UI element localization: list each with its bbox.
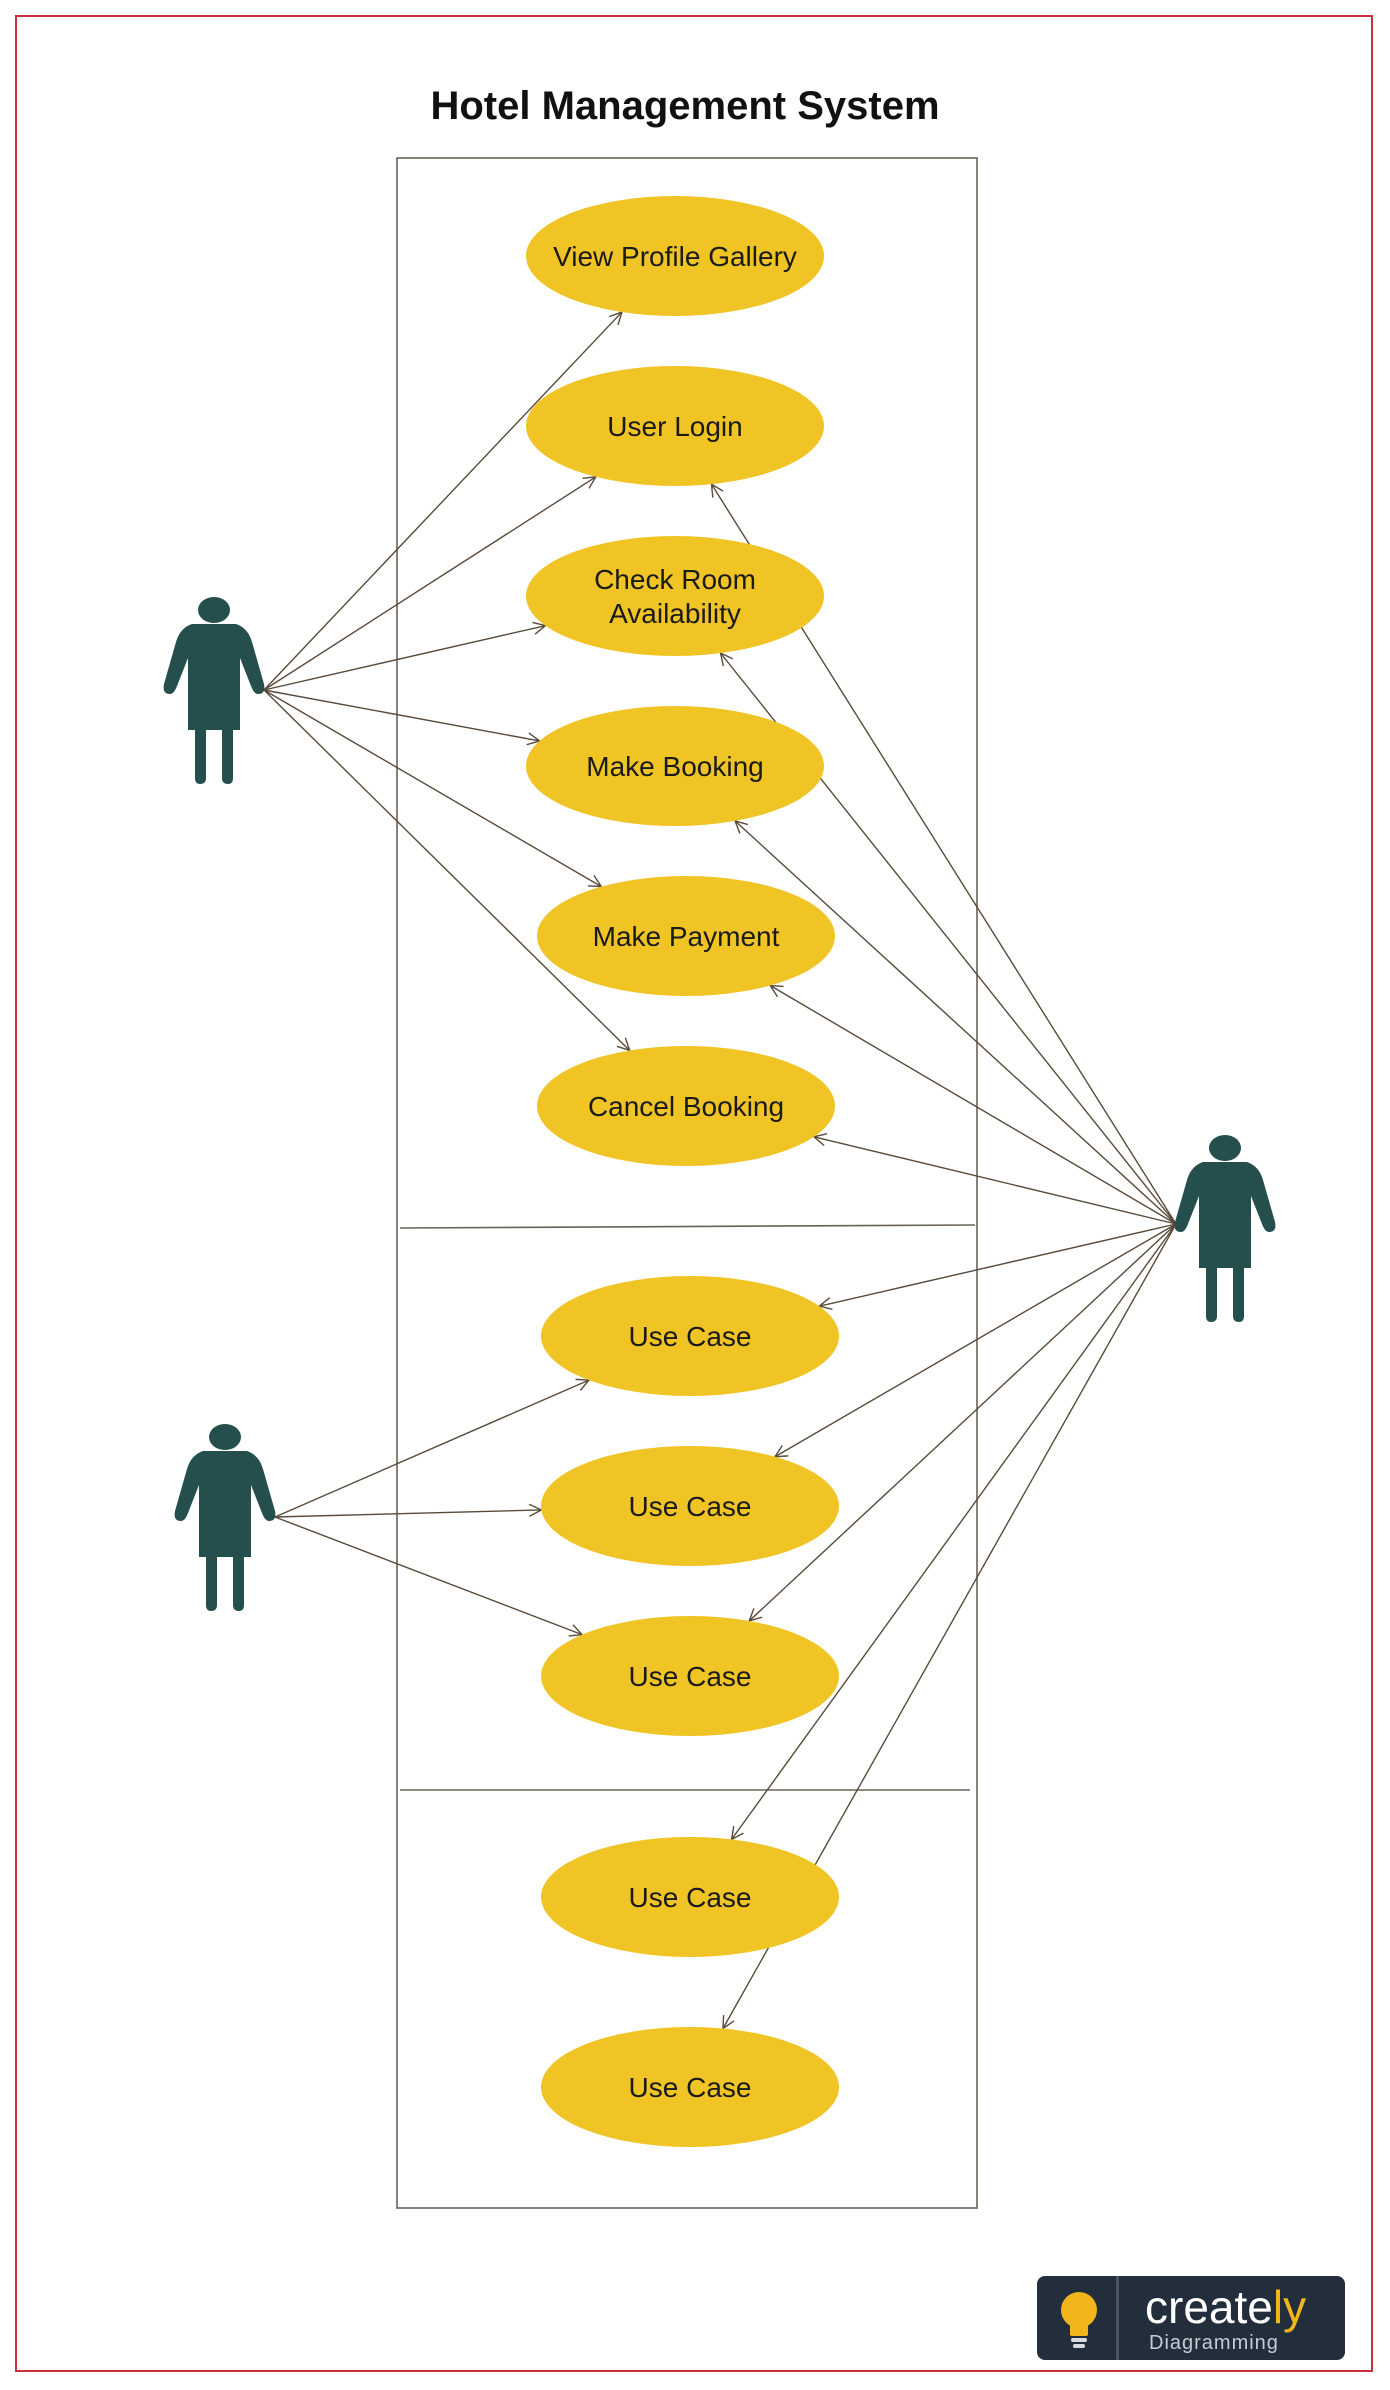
use-case-label: Use Case: [629, 1882, 752, 1913]
use-case-label: Availability: [609, 598, 741, 629]
use-case-label: Use Case: [629, 1321, 752, 1352]
actor-left-top[interactable]: [163, 597, 265, 784]
use-case-ellipse: [526, 366, 824, 486]
association-line: [814, 1137, 1177, 1225]
use-case-ellipse: [537, 876, 835, 996]
use-case-label: Make Payment: [593, 921, 780, 952]
actor-head: [198, 597, 230, 623]
use-case-label: Use Case: [629, 1661, 752, 1692]
association-line: [263, 689, 601, 887]
actor-right[interactable]: [1174, 1135, 1276, 1322]
association-line: [735, 821, 1177, 1225]
use-case-4[interactable]: Make Payment: [537, 876, 835, 996]
creately-logo: creately Diagramming: [1037, 2276, 1345, 2360]
use-case-ellipse: [537, 1046, 835, 1166]
use-case-0[interactable]: View Profile Gallery: [526, 196, 824, 316]
association-line: [274, 1380, 589, 1518]
actor-body: [1174, 1162, 1276, 1322]
use-case-1[interactable]: User Login: [526, 366, 824, 486]
use-case-ellipse: [541, 1276, 839, 1396]
association-line: [263, 689, 540, 741]
use-case-ellipse: [541, 1837, 839, 1957]
logo-subtitle: Diagramming: [1149, 2332, 1279, 2354]
actor-left-bottom[interactable]: [174, 1424, 276, 1611]
use-case-3[interactable]: Make Booking: [526, 706, 824, 826]
use-case-ellipse: [526, 706, 824, 826]
system-boundary: [396, 157, 978, 2209]
use-case-label: Cancel Booking: [588, 1091, 784, 1122]
use-case-label: Use Case: [629, 2072, 752, 2103]
actor-head: [1209, 1135, 1241, 1161]
use-case-ellipse: [526, 196, 824, 316]
association-line: [274, 1510, 541, 1518]
lightbulb-icon: [1037, 2276, 1119, 2360]
actor-body: [174, 1451, 276, 1611]
use-case-5[interactable]: Cancel Booking: [537, 1046, 835, 1166]
use-case-9[interactable]: Use Case: [541, 1837, 839, 1957]
diagram-frame: [15, 15, 1373, 2372]
association-line: [274, 1516, 582, 1635]
use-case-label: User Login: [607, 411, 742, 442]
use-case-ellipse: [526, 536, 824, 656]
actor-head: [209, 1424, 241, 1450]
association-line: [263, 689, 630, 1050]
association-line: [749, 1223, 1177, 1621]
use-case-ellipse: [541, 2027, 839, 2147]
association-line: [263, 312, 622, 691]
use-case-label: Make Booking: [586, 751, 763, 782]
association-line: [770, 985, 1177, 1225]
diagram-title: Hotel Management System: [430, 84, 940, 128]
association-line: [819, 1223, 1177, 1306]
use-case-6[interactable]: Use Case: [541, 1276, 839, 1396]
use-case-10[interactable]: Use Case: [541, 2027, 839, 2147]
association-line: [732, 1223, 1177, 1839]
use-case-label: Check Room: [594, 564, 756, 595]
actors: [163, 597, 1276, 1611]
logo-brand: creately: [1145, 2281, 1307, 2333]
use-case-7[interactable]: Use Case: [541, 1446, 839, 1566]
association-line: [263, 477, 596, 691]
use-case-ellipse: [541, 1446, 839, 1566]
use-case-label: View Profile Gallery: [553, 241, 797, 272]
actor-body: [163, 624, 265, 784]
association-line: [263, 626, 545, 691]
use-case-label: Use Case: [629, 1491, 752, 1522]
boundary-divider-1: [399, 1224, 976, 1229]
use-case-ellipse: [541, 1616, 839, 1736]
association-line: [775, 1223, 1177, 1457]
use-case-8[interactable]: Use Case: [541, 1616, 839, 1736]
